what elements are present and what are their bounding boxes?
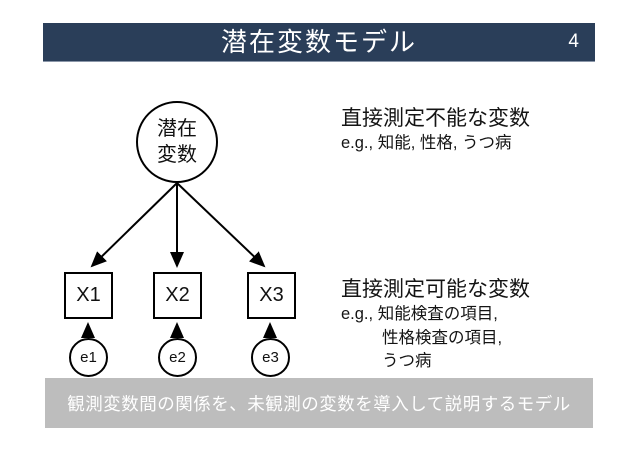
arrow-latent-to-x3 <box>176 182 266 268</box>
observed-box-x2: X2 <box>153 272 202 319</box>
annotation-observed-examples-line3: うつ病 <box>382 352 432 370</box>
annotation-observed-heading: 直接測定可能な変数 <box>341 278 530 301</box>
error-node-e1: e1 <box>69 338 108 377</box>
observed-box-x1: X1 <box>64 272 113 319</box>
annotation-observed-examples-line1: e.g., 知能検査の項目, <box>341 305 498 323</box>
page-title: 潜在変数モデル <box>220 27 417 57</box>
error-node-e3: e3 <box>251 338 290 377</box>
annotation-observed-examples-line2: 性格検査の項目, <box>382 328 503 347</box>
footer-bar: 観測変数間の関係を、未観測の変数を導入して説明するモデル <box>45 378 593 428</box>
slide-number: 4 <box>568 31 579 52</box>
latent-variable-node: 潜在 変数 <box>136 101 218 183</box>
footer-text: 観測変数間の関係を、未観測の変数を導入して説明するモデル <box>67 393 571 414</box>
annotation-latent: 直接測定不能な変数 e.g., 知能, 性格, うつ病 <box>341 105 530 156</box>
arrow-latent-to-x1 <box>90 182 178 268</box>
annotation-observed: 直接測定可能な変数 e.g., 知能検査の項目, 性格検査の項目, うつ病 <box>341 276 530 374</box>
observed-box-x3: X3 <box>247 272 296 319</box>
error-node-e2: e2 <box>158 338 197 377</box>
annotation-latent-heading: 直接測定不能な変数 <box>341 107 530 130</box>
title-bar: 潜在変数モデル 4 <box>43 23 595 61</box>
annotation-latent-examples: e.g., 知能, 性格, うつ病 <box>341 134 512 152</box>
